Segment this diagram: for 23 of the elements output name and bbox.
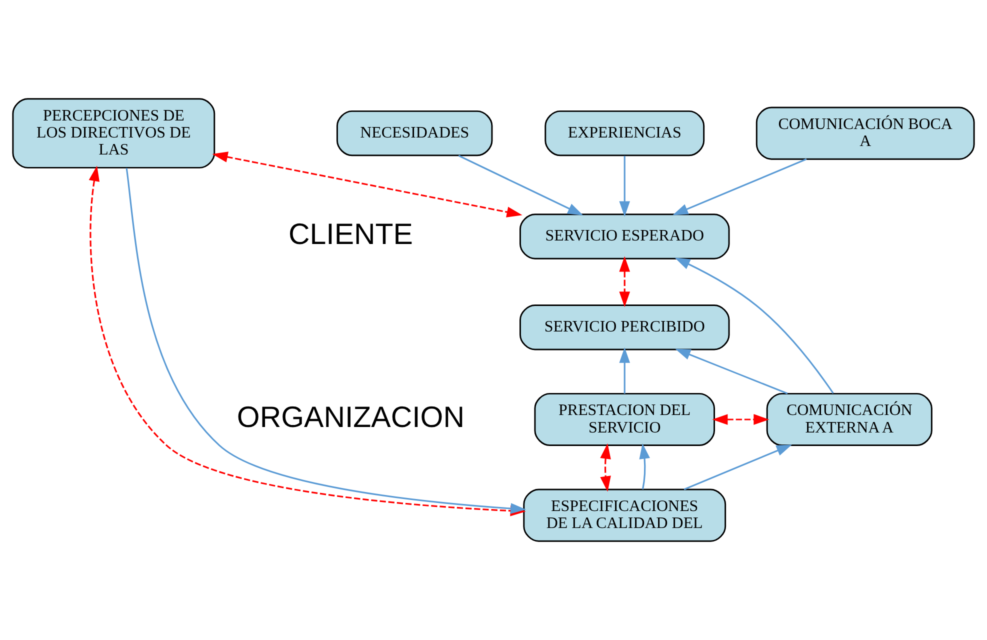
node-box: SERVICIO ESPERADO [519, 214, 730, 260]
node-box: SERVICIO PERCIBIDO [519, 304, 730, 350]
arrow [672, 158, 807, 216]
arrow [712, 414, 770, 425]
arrow [458, 154, 584, 216]
arrow [675, 348, 788, 394]
label: CLIENTE [288, 218, 413, 252]
arrow [212, 152, 522, 218]
arrow [639, 443, 650, 490]
arrow [619, 156, 630, 217]
node-box: PERCEPCIONES DE LOS DIRECTIVOS DE LAS [12, 98, 216, 168]
arrow [619, 256, 630, 308]
node-box: COMUNICACIÓN BOCA A [756, 106, 975, 160]
arrow [619, 347, 630, 394]
arrow [600, 443, 611, 492]
node-box: COMUNICACIÓN EXTERNA A [766, 392, 932, 446]
node-box: NECESIDADES [336, 110, 493, 156]
label: ORGANIZACION [236, 401, 465, 434]
node-box: ESPECIFICACIONES DE LA CALIDAD DEL [523, 488, 726, 542]
arrow [674, 258, 834, 394]
node-box: PRESTACION DEL SERVICIO [534, 392, 716, 446]
arrow [684, 444, 792, 490]
node-box: EXPERIENCIAS [544, 110, 705, 156]
